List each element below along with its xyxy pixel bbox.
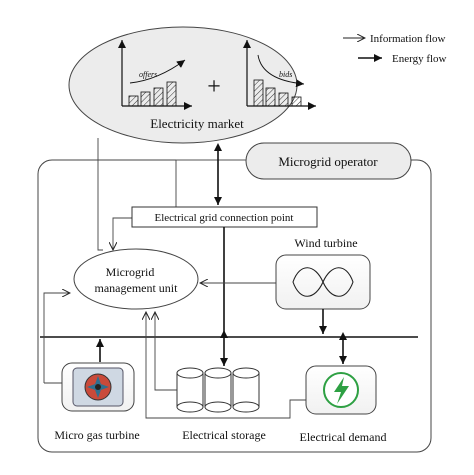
plus-symbol: +: [207, 74, 221, 100]
micro-gas-turbine: Micro gas turbine: [44, 339, 140, 442]
micro-gas-turbine-label: Micro gas turbine: [54, 428, 139, 442]
bids-label: bids: [279, 70, 292, 79]
offers-chart-icon: offers: [118, 40, 192, 110]
mgmt-unit-line1: Microgrid: [106, 265, 155, 279]
market-to-mgmt-info-flow: [97, 138, 103, 251]
grid-connection-point-label: Electrical grid connection point: [155, 212, 294, 224]
wind-turbine: Wind turbine: [275, 236, 371, 310]
electricity-market: offers + bids Electricity market: [68, 26, 316, 144]
bids-chart-icon: bids: [243, 40, 316, 110]
microgrid-management-unit: Microgrid management unit: [73, 248, 199, 310]
wind-turbine-label: Wind turbine: [294, 236, 357, 250]
grid-connection-point: Electrical grid connection point: [131, 206, 318, 228]
mgmt-unit-line2: management unit: [95, 281, 179, 295]
electrical-storage-label: Electrical storage: [182, 428, 266, 442]
microgrid-operator-label: Microgrid operator: [278, 154, 378, 169]
battery-storage-icon: [176, 367, 260, 413]
electricity-market-label: Electricity market: [150, 116, 244, 131]
legend-information-flow: Information flow: [370, 33, 446, 45]
electrical-demand-label: Electrical demand: [300, 430, 387, 444]
legend: Information flow Energy flow: [343, 33, 447, 65]
offers-label: offers: [139, 70, 157, 79]
electrical-storage: Electrical storage: [155, 312, 266, 442]
wind-turbine-icon: [292, 267, 354, 297]
microgrid-operator: Microgrid operator: [245, 142, 412, 180]
legend-energy-flow: Energy flow: [392, 53, 447, 65]
electrical-demand: Electrical demand: [146, 312, 386, 444]
